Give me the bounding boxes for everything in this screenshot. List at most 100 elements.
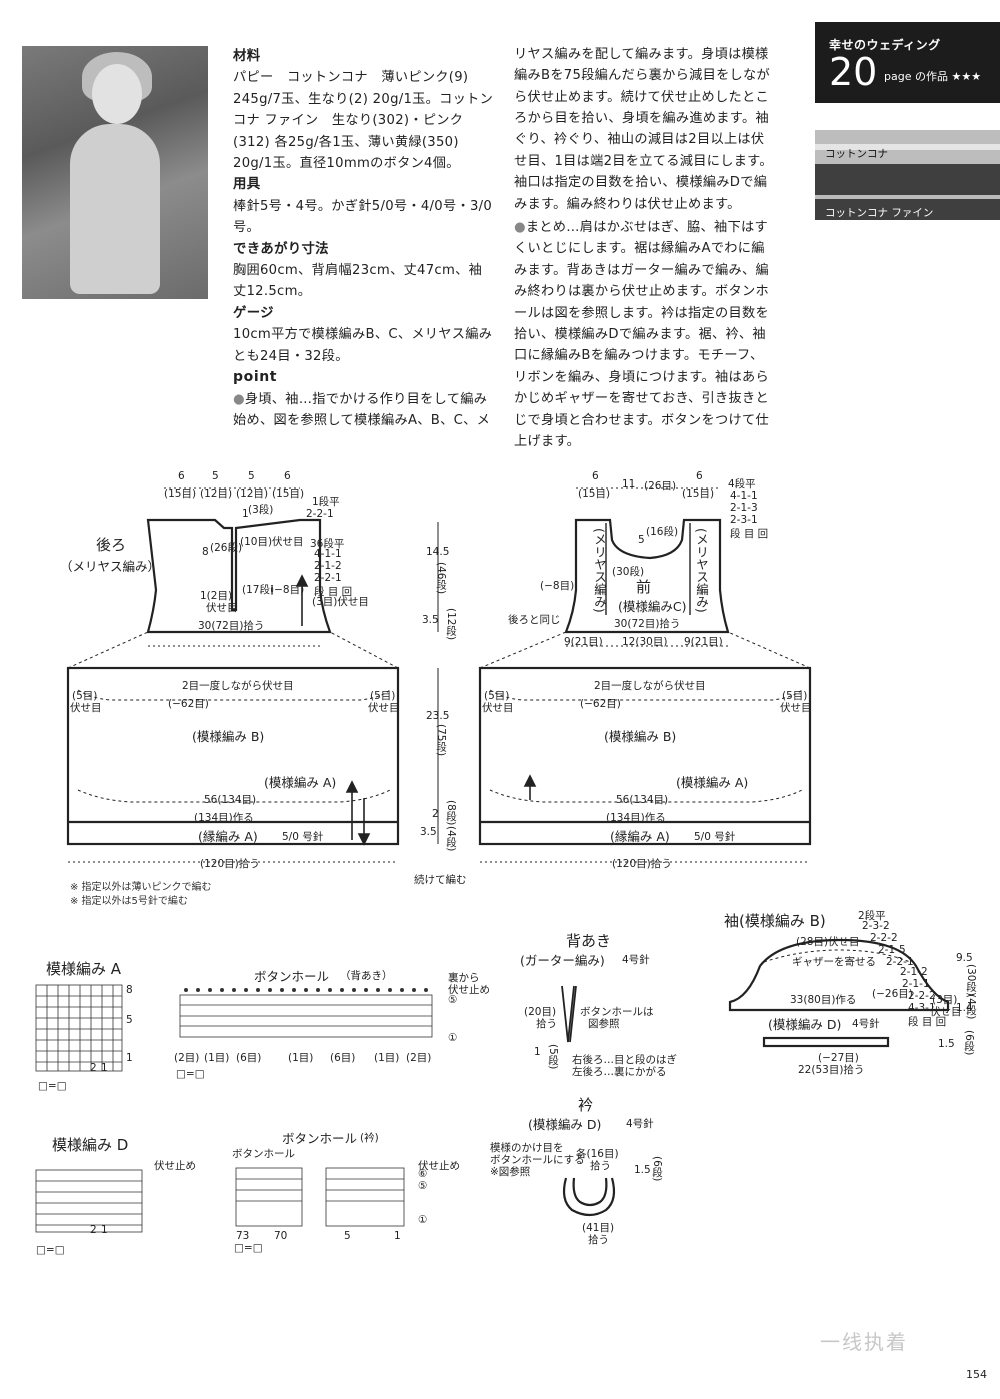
back-skirt-pick: (120目)拾う (200, 858, 260, 870)
sleeve-outline (728, 938, 950, 1048)
front-skirt-bind-right-b: 伏せ目 (780, 702, 812, 714)
front-skirt-pattern-b: (模様編み B) (604, 729, 677, 744)
series-title: 幸せのウェディング (829, 38, 941, 52)
chart-bh-back-row-1: ① (448, 1032, 458, 1044)
back-skirt-guides (67, 631, 399, 803)
yarn-label-1: コットンコナ (825, 148, 888, 160)
chart-bh-back-row-5: ⑤ (448, 994, 458, 1006)
back-skirt-pattern-b: (模様編み B) (192, 729, 265, 744)
front-skirt-outline (478, 666, 812, 846)
front-neck-height: 5 (638, 534, 645, 546)
front-skirt-dec-st: (−62目) (580, 698, 621, 710)
sleeve-cap-note-2: 2-3-2 (862, 920, 890, 932)
collar-note-2: ボタンホールにする (490, 1154, 585, 1166)
dim-3: 23.5 (426, 710, 450, 722)
front-bottom-part-1: 9(21目) (564, 636, 603, 648)
front-top-st-3: (15目) (682, 488, 715, 500)
sleeve-h1: 9.5 (956, 952, 973, 964)
front-neck-note-2: 4-1-1 (730, 490, 758, 502)
front-skirt-width: 56(134目) (616, 794, 669, 806)
back-open-h1-rows: (5段) (547, 1044, 559, 1070)
chart-bh-collar-subtitle: (衿) (360, 1132, 379, 1144)
collar-bottom-pick: 拾う (588, 1234, 609, 1246)
chart-bh-collar-legend: □=□ (234, 1242, 263, 1254)
chart-a-legend: □=□ (38, 1080, 67, 1092)
sleeve-h1-rows: (30段) (965, 964, 977, 997)
back-rows-17: (17段) (242, 584, 275, 596)
back-skirt-outline (66, 666, 400, 846)
front-bottom-part-2: 12(30目) (622, 636, 668, 648)
point-text-1: ●身頃、袖…指でかける作り目をして編み始め、図を参照して模様編みA、B、C、メリ… (233, 389, 495, 433)
dim-1: 14.5 (426, 546, 450, 558)
point-text-2: ●まとめ…肩はかぶせはぎ、脇、袖下はすくいとじにします。裾は縁編みAでわに編みま… (514, 217, 776, 452)
chart-bh-back-subtitle: （背あき） (340, 970, 393, 982)
sleeve-h3: 1.5 (938, 1038, 955, 1050)
watermark: 一线执着 (820, 1330, 908, 1354)
bullet-icon-2: ● (514, 220, 526, 235)
back-minus-8: (−8目) (270, 584, 305, 596)
back-open-subtitle: (ガーター編み) (520, 953, 605, 968)
yarn-strand-2 (815, 195, 1000, 199)
front-side-bands (605, 523, 691, 615)
back-top-st-3: (12目) (236, 488, 269, 500)
front-skirt-dec: 2目一度しながら伏せ目 (594, 680, 706, 692)
front-top-width-3: 6 (696, 470, 703, 482)
chart-bh-back-count-2: (1目) (204, 1052, 230, 1064)
chart-d-col-1: 1 (101, 1224, 108, 1236)
model-photo (22, 46, 208, 299)
chart-d-grid (35, 1169, 143, 1233)
gauge-heading: ゲージ (233, 305, 274, 321)
dimension-lines (68, 487, 810, 863)
chart-a-row-5: 5 (126, 1014, 133, 1026)
back-skirt-width: 56(134目) (204, 794, 257, 806)
photo-dress (70, 124, 160, 294)
back-open-bh-note-1: ボタンホールは (580, 1006, 654, 1018)
bullet-icon: ● (233, 391, 245, 407)
collar-subtitle: (模様編み D) (528, 1117, 602, 1132)
front-neck-note-5: 段 目 回 (730, 528, 769, 540)
back-skirt-cast: (134目)作る (194, 812, 254, 824)
series-tag (815, 22, 1000, 103)
front-side-label-left: (メリヤス編み) (592, 528, 607, 613)
back-armhole-note-1: 36段平 (310, 538, 345, 550)
sleeve-title: 袖(模様編み B) (724, 912, 826, 930)
sleeve-h3-rows: (6段) (963, 1030, 975, 1056)
back-bodice-outline (146, 518, 332, 634)
dim-3-rows: (75段) (435, 724, 447, 757)
dim-2: 3.5 (422, 614, 439, 626)
point-heading: point (233, 369, 278, 386)
chart-a-col-2: 2 (90, 1062, 97, 1074)
chart-d-col-2: 2 (90, 1224, 97, 1236)
back-slit-top: (10目)伏せ目 (240, 536, 304, 548)
yarn-label-2: コットンコナ ファイン (825, 207, 934, 219)
back-top-width-4: 6 (284, 470, 291, 482)
back-open-st20: (20目) (524, 1006, 557, 1018)
back-open-pick: 拾う (536, 1018, 557, 1030)
back-slit-top-rows-2: (3段) (248, 504, 274, 516)
collar-each: 各(16目) (576, 1148, 619, 1160)
back-skirt-dec: 2目一度しながら伏せ目 (182, 680, 294, 692)
collar-needle: 4号針 (626, 1118, 654, 1130)
front-skirt-cast: (134目)作る (606, 812, 666, 824)
back-slit-rows: (26段) (210, 542, 243, 554)
back-bottom: 30(72目)拾う (198, 620, 265, 632)
front-bottom-part-3: 9(21目) (684, 636, 723, 648)
yarn-sample-2 (815, 164, 1000, 220)
point-text-1-body-cont: 身頃、袖…指でかける作り目をして編み始め、図を参照して模様編みA、B、C、メリヤ… (514, 46, 773, 212)
finished-size-heading: できあがり寸法 (233, 241, 329, 257)
sleeve-width: 33(80目)作る (790, 994, 857, 1006)
note-2: ※ 指定以外は5号針で編む (70, 896, 188, 907)
dim-5: 3.5 (420, 826, 437, 838)
chart-bh-back-count-5: (6目) (330, 1052, 356, 1064)
front-minus-8: (−8目) (540, 580, 575, 592)
chart-a-title: 模様編み A (46, 960, 122, 978)
sleeve-gather: ギャザーを寄せる (792, 956, 876, 968)
back-shoulder-note-1: 1段平 (312, 496, 340, 508)
page-number: 154 (966, 1368, 987, 1381)
collar-title: 衿 (578, 1096, 594, 1114)
back-skirt-bind-right: (5目) (370, 690, 396, 702)
sleeve-h2: 1.4 (956, 1002, 973, 1014)
dim-2-rows: (12段) (445, 608, 457, 641)
yarn-sample-1 (815, 130, 1000, 164)
